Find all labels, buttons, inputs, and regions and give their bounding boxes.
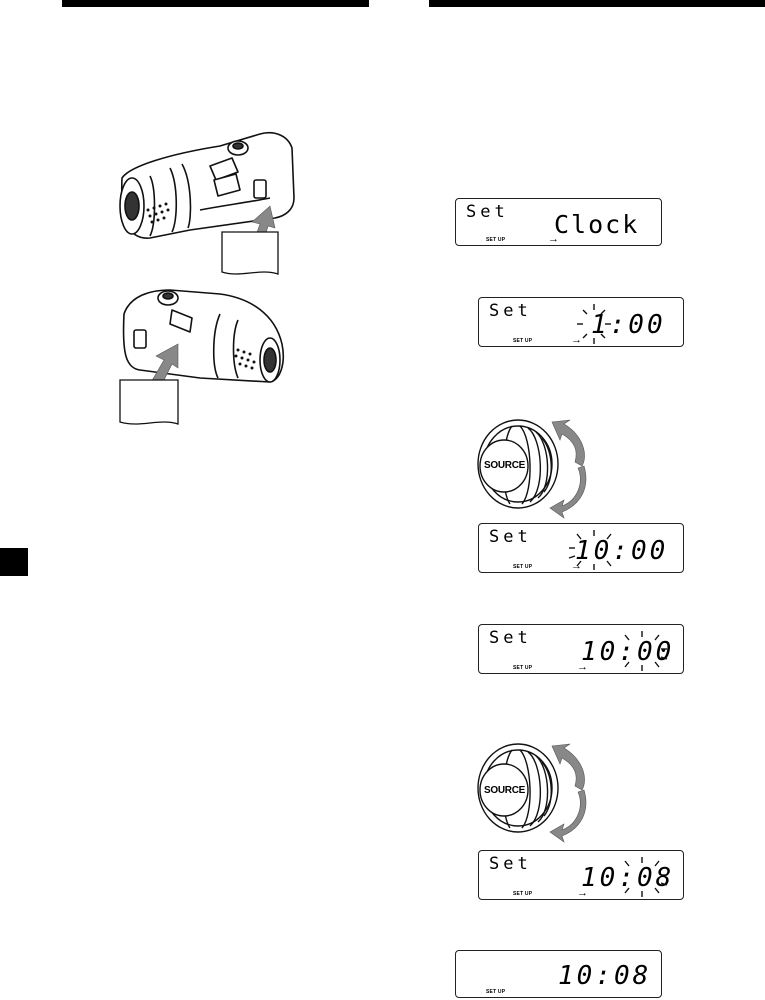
lcd-arrow-indicator: → — [577, 661, 588, 673]
blink-indicator — [577, 304, 611, 344]
source-knob-dial-1 — [477, 419, 587, 519]
left-column-header-bar — [62, 0, 369, 7]
lcd-set-label: Set — [489, 628, 532, 648]
lcd-set-label: Set — [489, 527, 532, 547]
lcd-setup-indicator: SET UP — [513, 665, 533, 671]
knob-source-label: SOURCE — [484, 460, 525, 471]
lcd-display-minute-08: Set 10:08 SET UP → — [478, 850, 684, 900]
lcd-setup-indicator: SET UP — [486, 989, 506, 995]
lcd-main-text: 10:08 — [581, 863, 675, 893]
knob-source-label: SOURCE — [484, 785, 525, 796]
lcd-setup-indicator: SET UP — [513, 564, 533, 570]
lcd-display-final-time: 10:08 SET UP — [455, 950, 662, 998]
lcd-main-text: Clock — [554, 210, 640, 239]
lcd-setup-indicator: SET UP — [486, 237, 506, 243]
blink-indicator — [624, 631, 668, 671]
lcd-display-hour-1: Set 1:00 SET UP → — [478, 297, 684, 347]
rotary-commander-illustration-bottom — [119, 289, 285, 425]
lcd-setup-indicator: SET UP — [513, 338, 533, 344]
lcd-arrow-indicator: → — [548, 233, 559, 245]
lcd-set-label: Set — [489, 301, 532, 321]
lcd-display-set-clock: Set Clock SET UP → — [455, 198, 662, 246]
lcd-display-hour-10: Set 10:00 SET UP → — [478, 523, 684, 573]
lcd-arrow-indicator: → — [571, 560, 582, 572]
lcd-set-label: Set — [489, 854, 532, 874]
lcd-arrow-indicator: → — [577, 887, 588, 899]
section-tab-marker — [0, 548, 28, 576]
lcd-main-text: 10:00 — [581, 637, 675, 667]
lcd-main-text: 10:00 — [575, 536, 669, 566]
lcd-main-text: 1:00 — [591, 310, 666, 340]
rotary-commander-illustration-top — [119, 132, 295, 275]
blink-indicator — [568, 530, 612, 570]
lcd-main-text: 10:08 — [558, 961, 652, 991]
right-column-header-bar — [429, 0, 765, 7]
source-knob-dial-2 — [477, 743, 587, 843]
blink-indicator — [624, 857, 668, 897]
lcd-set-label: Set — [466, 202, 509, 222]
lcd-arrow-indicator: → — [571, 334, 582, 346]
lcd-display-minute-00: Set 10:00 SET UP → — [478, 624, 684, 674]
lcd-setup-indicator: SET UP — [513, 891, 533, 897]
